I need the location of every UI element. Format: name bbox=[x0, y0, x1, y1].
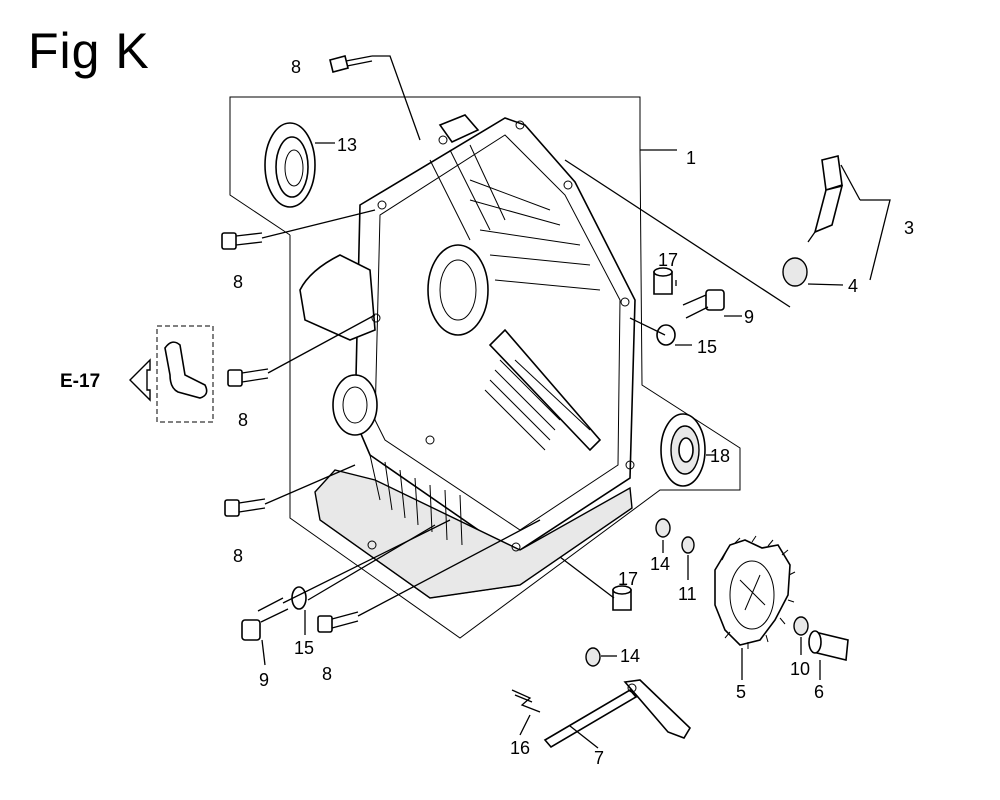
flange-bolt-left-upper bbox=[221, 232, 263, 250]
callout-8-top: 8 bbox=[291, 57, 301, 77]
governor-shaft bbox=[808, 630, 849, 661]
reference-label-e17: E-17 bbox=[60, 371, 100, 392]
callout-9-right: 9 bbox=[744, 307, 754, 327]
flange-bolt-left-mid bbox=[227, 368, 269, 387]
callout-8-bottom: 8 bbox=[322, 664, 332, 684]
o-ring bbox=[782, 257, 808, 287]
figure-title: Fig K bbox=[28, 23, 150, 79]
oil-level-gauge bbox=[807, 155, 844, 243]
callout-15-bottom: 15 bbox=[294, 638, 314, 658]
oil-seal bbox=[264, 122, 316, 208]
retaining-clip bbox=[511, 689, 541, 713]
flange-bolt-left-lower bbox=[224, 498, 266, 517]
washer-14-upper bbox=[655, 518, 671, 538]
dowel-pin-upper bbox=[653, 267, 673, 295]
crankcase-cover bbox=[299, 114, 636, 599]
flange-bolt-bottom bbox=[317, 611, 359, 633]
drain-bolt-right bbox=[682, 289, 725, 319]
callout-5: 5 bbox=[736, 682, 746, 702]
callout-17-upper: 17 bbox=[658, 250, 678, 270]
flange-bolt-top bbox=[329, 55, 373, 73]
governor-gear bbox=[714, 535, 796, 649]
washer-14-lower bbox=[585, 647, 601, 667]
callout-17-lower: 17 bbox=[618, 569, 638, 589]
callout-11: 11 bbox=[678, 584, 697, 604]
ball-bearing bbox=[660, 413, 706, 487]
callout-14-upper: 14 bbox=[650, 554, 670, 574]
callout-7: 7 bbox=[594, 748, 604, 768]
callout-3: 3 bbox=[904, 218, 914, 238]
washer-11 bbox=[681, 536, 695, 554]
washer-right bbox=[656, 324, 676, 346]
callout-16: 16 bbox=[510, 738, 530, 758]
dowel-pin-lower bbox=[612, 585, 632, 611]
leader-lines bbox=[261, 55, 891, 749]
callout-9-bottom: 9 bbox=[259, 670, 269, 690]
callout-8-left-upper: 8 bbox=[233, 272, 243, 292]
callout-1: 1 bbox=[686, 148, 696, 168]
breather-tube bbox=[164, 341, 208, 399]
drain-bolt-bottom bbox=[241, 597, 289, 641]
callout-14-lower: 14 bbox=[620, 646, 640, 666]
callout-8-left-lower: 8 bbox=[233, 546, 243, 566]
callout-10: 10 bbox=[790, 659, 810, 679]
callout-15-right: 15 bbox=[697, 337, 717, 357]
callout-4: 4 bbox=[848, 276, 858, 296]
callout-18: 18 bbox=[710, 446, 730, 466]
callout-8-left-mid: 8 bbox=[238, 410, 248, 430]
reference-arrow-icon bbox=[129, 358, 151, 402]
governor-arm bbox=[543, 679, 692, 749]
callout-6: 6 bbox=[814, 682, 824, 702]
thrust-washer bbox=[793, 616, 809, 636]
reference-box bbox=[156, 325, 214, 423]
callout-13: 13 bbox=[337, 135, 357, 155]
